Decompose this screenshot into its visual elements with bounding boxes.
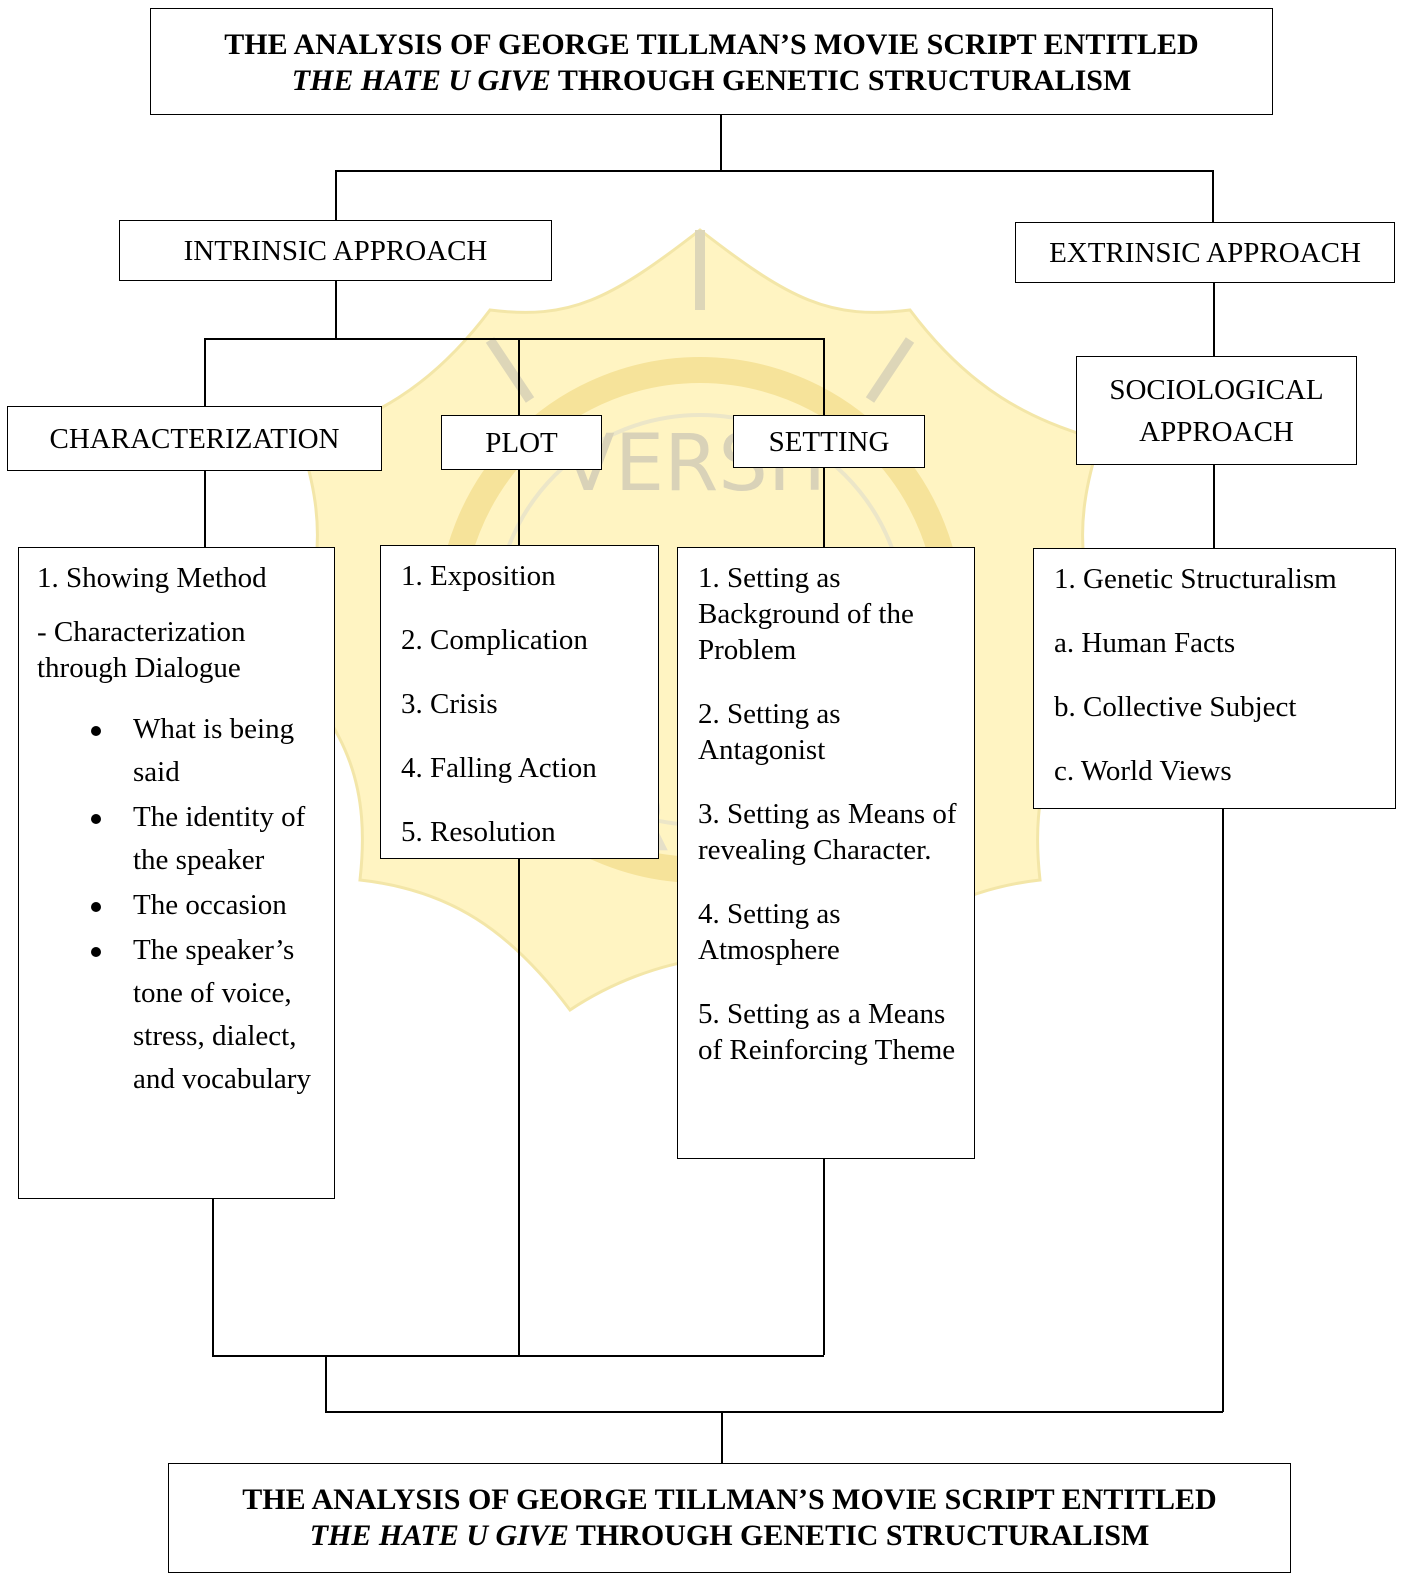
- setting-box: SETTING: [733, 415, 925, 468]
- characterization-box: CHARACTERIZATION: [7, 406, 382, 471]
- bullet-item: The speaker’s tone of voice, stress, dia…: [91, 929, 320, 1101]
- plot-item: 4. Falling Action: [401, 752, 597, 784]
- setting-item: 4. Setting as Atmosphere: [698, 898, 841, 966]
- setting-item: 1. Setting as Background of the Problem: [698, 562, 914, 666]
- bottom-title-box: THE ANALYSIS OF GEORGE TILLMAN’S MOVIE S…: [168, 1463, 1291, 1573]
- bottom-title-rest: THROUGH GENETIC STRUCTURALISM: [568, 1519, 1150, 1552]
- plot-item: 2. Complication: [401, 624, 588, 656]
- connector-line: [823, 1158, 825, 1355]
- connector-line: [204, 338, 206, 406]
- connector-line: [212, 1355, 824, 1357]
- genetic-item: a. Human Facts: [1054, 627, 1236, 659]
- bottom-title-line1: THE ANALYSIS OF GEORGE TILLMAN’S MOVIE S…: [242, 1483, 1217, 1516]
- dialogue-bullet-list: What is being said The identity of the s…: [37, 708, 320, 1101]
- intrinsic-approach-box: INTRINSIC APPROACH: [119, 220, 552, 281]
- bullet-item: The identity of the speaker: [91, 796, 320, 882]
- bullet-item: What is being said: [91, 708, 320, 794]
- connector-line: [823, 468, 825, 547]
- connector-line: [1213, 282, 1215, 356]
- connector-line: [325, 1355, 327, 1412]
- sociological-label-line2: APPROACH: [1139, 415, 1294, 448]
- intrinsic-approach-label: INTRINSIC APPROACH: [183, 234, 488, 267]
- connector-line: [204, 338, 824, 340]
- sociological-approach-box: SOCIOLOGICAL APPROACH: [1076, 356, 1357, 465]
- genetic-item: b. Collective Subject: [1054, 691, 1297, 723]
- setting-detail-box: 1. Setting as Background of the Problem …: [677, 547, 975, 1159]
- showing-method-item: 1. Showing Method: [37, 562, 267, 594]
- characterization-label: CHARACTERIZATION: [49, 422, 340, 455]
- bullet-item: The occasion: [91, 884, 320, 927]
- plot-label: PLOT: [485, 426, 558, 459]
- setting-item: 5. Setting as a Means of Reinforcing The…: [698, 998, 956, 1066]
- genetic-item: c. World Views: [1054, 755, 1232, 787]
- characterization-detail-box: 1. Showing Method - Characterization thr…: [18, 547, 335, 1199]
- setting-item: 3. Setting as Means of revealing Charact…: [698, 798, 957, 866]
- connector-line: [1212, 170, 1214, 222]
- top-title-box: THE ANALYSIS OF GEORGE TILLMAN’S MOVIE S…: [150, 8, 1273, 115]
- extrinsic-approach-label: EXTRINSIC APPROACH: [1049, 236, 1361, 269]
- dialogue-subitem: - Characterization through Dialogue: [37, 616, 246, 684]
- bottom-title-italic: THE HATE U GIVE: [309, 1519, 569, 1552]
- top-title-line2: THE HATE U GIVE THROUGH GENETIC STRUCTUR…: [151, 63, 1272, 99]
- top-title-line1: THE ANALYSIS OF GEORGE TILLMAN’S MOVIE S…: [224, 28, 1199, 61]
- connector-line: [335, 280, 337, 338]
- connector-line: [1213, 464, 1215, 548]
- connector-line: [1222, 808, 1224, 1412]
- connector-line: [720, 115, 722, 170]
- plot-item: 3. Crisis: [401, 688, 498, 720]
- extrinsic-approach-box: EXTRINSIC APPROACH: [1015, 222, 1395, 283]
- plot-item: 5. Resolution: [401, 816, 556, 848]
- plot-item: 1. Exposition: [401, 560, 556, 592]
- connector-line: [204, 470, 206, 547]
- genetic-item: 1. Genetic Structuralism: [1054, 563, 1337, 595]
- connector-line: [212, 1198, 214, 1355]
- bottom-title-line2: THE HATE U GIVE THROUGH GENETIC STRUCTUR…: [169, 1518, 1290, 1554]
- top-title-rest: THROUGH GENETIC STRUCTURALISM: [550, 64, 1132, 97]
- connector-line: [823, 338, 825, 415]
- plot-box: PLOT: [441, 415, 602, 470]
- sociological-label-line1: SOCIOLOGICAL: [1109, 373, 1324, 406]
- connector-line: [325, 1411, 1223, 1413]
- top-title-italic: THE HATE U GIVE: [291, 64, 551, 97]
- genetic-structuralism-box: 1. Genetic Structuralism a. Human Facts …: [1033, 548, 1396, 809]
- setting-label: SETTING: [768, 425, 890, 458]
- setting-item: 2. Setting as Antagonist: [698, 698, 841, 766]
- plot-detail-box: 1. Exposition 2. Complication 3. Crisis …: [380, 545, 659, 859]
- connector-line: [721, 1411, 723, 1463]
- connector-line: [335, 170, 1213, 172]
- connector-line: [335, 170, 337, 220]
